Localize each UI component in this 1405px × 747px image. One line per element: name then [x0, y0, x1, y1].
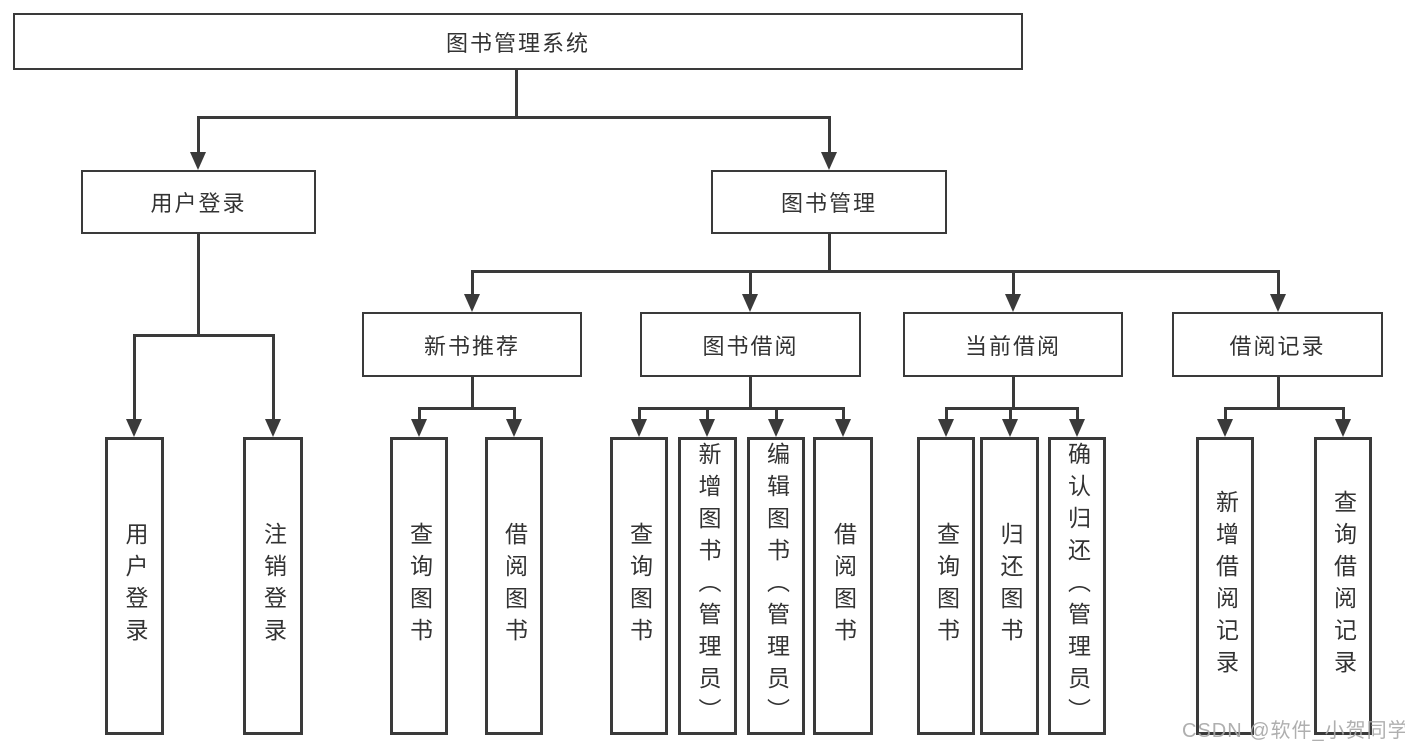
- node-br-add-record: 新增借阅记录: [1196, 437, 1254, 735]
- node-nr-borrow-book: 借阅图书: [485, 437, 543, 735]
- node-book-mgmt: 图书管理: [711, 170, 947, 234]
- node-ul-logout-label: 注销登录: [260, 522, 287, 650]
- arrow-to-cb-query-book: [938, 419, 954, 437]
- connector-new-book-rec-rail: [418, 407, 516, 410]
- arrow-to-bb-query-book: [631, 419, 647, 437]
- connector-to-new-book-rec: [471, 272, 474, 296]
- connector-root-stem: [515, 70, 518, 118]
- node-cb-confirm-return-label: 确认归还（管理员）: [1064, 442, 1091, 730]
- connector-book-mgmt-stem: [828, 234, 831, 272]
- node-root: 图书管理系统: [13, 13, 1023, 70]
- node-book-borrow-label: 图书借阅: [702, 333, 799, 359]
- node-cb-query-book-label: 查询图书: [933, 522, 960, 650]
- node-bb-edit-book-label: 编辑图书（管理员）: [763, 442, 790, 730]
- node-bb-add-book: 新增图书（管理员）: [678, 437, 737, 735]
- node-cb-confirm-return: 确认归还（管理员）: [1048, 437, 1106, 735]
- node-bb-query-book: 查询图书: [610, 437, 668, 735]
- arrow-to-bb-add-book: [699, 419, 715, 437]
- arrow-to-book-mgmt: [821, 152, 837, 170]
- connector-to-user-login: [197, 118, 200, 154]
- connector-new-book-rec-stem: [471, 377, 474, 409]
- node-new-book-rec: 新书推荐: [362, 312, 582, 377]
- connector-to-borrow-records: [1277, 272, 1280, 296]
- node-nr-query-book-label: 查询图书: [406, 522, 433, 650]
- node-nr-borrow-book-label: 借阅图书: [501, 522, 528, 650]
- arrow-to-cb-confirm-return: [1069, 419, 1085, 437]
- connector-root-rail: [197, 116, 831, 119]
- connector-book-borrow-rail: [638, 407, 845, 410]
- node-bb-borrow-book-label: 借阅图书: [830, 522, 857, 650]
- connector-to-cb-confirm-return: [1076, 408, 1079, 421]
- arrow-to-bb-borrow-book: [835, 419, 851, 437]
- arrow-to-nr-borrow-book: [506, 419, 522, 437]
- connector-book-mgmt-rail: [471, 270, 1280, 273]
- node-user-login-label: 用户登录: [150, 191, 247, 216]
- connector-to-nr-query-book: [418, 408, 421, 421]
- node-ul-logout: 注销登录: [243, 437, 303, 735]
- node-bb-edit-book: 编辑图书（管理员）: [747, 437, 805, 735]
- node-ul-user-login-label: 用户登录: [122, 522, 148, 650]
- arrow-to-book-borrow: [742, 294, 758, 312]
- node-current-borrow: 当前借阅: [903, 312, 1123, 377]
- node-user-login: 用户登录: [81, 170, 316, 234]
- node-borrow-records: 借阅记录: [1172, 312, 1383, 377]
- connector-to-ul-user-login: [133, 335, 136, 421]
- arrow-to-current-borrow: [1005, 294, 1021, 312]
- arrow-to-nr-query-book: [411, 419, 427, 437]
- connector-to-cb-query-book: [945, 408, 948, 421]
- connector-to-nr-borrow-book: [513, 408, 516, 421]
- connector-to-bb-add-book: [706, 408, 709, 421]
- node-bb-query-book-label: 查询图书: [626, 522, 653, 650]
- connector-current-borrow-stem: [1012, 377, 1015, 409]
- node-bb-borrow-book: 借阅图书: [813, 437, 873, 735]
- node-ul-user-login: 用户登录: [105, 437, 164, 735]
- node-br-query-record-label: 查询借阅记录: [1330, 490, 1357, 682]
- arrow-to-user-login: [190, 152, 206, 170]
- arrow-to-br-add-record: [1217, 419, 1233, 437]
- connector-to-br-add-record: [1224, 408, 1227, 421]
- node-cb-query-book: 查询图书: [917, 437, 975, 735]
- connector-book-borrow-stem: [749, 377, 752, 409]
- connector-to-book-borrow: [749, 272, 752, 296]
- node-current-borrow-label: 当前借阅: [964, 333, 1061, 359]
- node-borrow-records-label: 借阅记录: [1229, 333, 1326, 359]
- arrow-to-borrow-records: [1270, 294, 1286, 312]
- node-cb-return-book-label: 归还图书: [997, 522, 1023, 650]
- node-new-book-rec-label: 新书推荐: [423, 333, 520, 359]
- csdn-watermark: CSDN @软件_小贺同学: [1182, 720, 1405, 742]
- connector-user-login-stem: [197, 234, 200, 336]
- connector-to-br-query-record: [1342, 408, 1345, 421]
- arrow-to-br-query-record: [1335, 419, 1351, 437]
- connector-to-bb-borrow-book: [842, 408, 845, 421]
- arrow-to-cb-return-book: [1002, 419, 1018, 437]
- node-br-query-record: 查询借阅记录: [1314, 437, 1372, 735]
- connector-to-cb-return-book: [1009, 408, 1012, 421]
- connector-current-borrow-rail: [945, 407, 1079, 410]
- arrow-to-ul-logout: [265, 419, 281, 437]
- connector-borrow-records-rail: [1224, 407, 1345, 410]
- node-cb-return-book: 归还图书: [980, 437, 1039, 735]
- node-nr-query-book: 查询图书: [390, 437, 448, 735]
- node-root-label: 图书管理系统: [445, 30, 590, 56]
- connector-to-book-mgmt: [828, 118, 831, 154]
- arrow-to-new-book-rec: [464, 294, 480, 312]
- node-br-add-record-label: 新增借阅记录: [1212, 490, 1239, 682]
- node-book-borrow: 图书借阅: [640, 312, 861, 377]
- connector-to-bb-query-book: [638, 408, 641, 421]
- arrow-to-ul-user-login: [126, 419, 142, 437]
- node-book-mgmt-label: 图书管理: [780, 191, 877, 216]
- connector-user-login-rail: [133, 334, 275, 337]
- connector-to-current-borrow: [1012, 272, 1015, 296]
- connector-borrow-records-stem: [1277, 377, 1280, 409]
- arrow-to-bb-edit-book: [768, 419, 784, 437]
- node-bb-add-book-label: 新增图书（管理员）: [695, 442, 721, 730]
- connector-to-bb-edit-book: [775, 408, 778, 421]
- connector-to-ul-logout: [272, 335, 275, 421]
